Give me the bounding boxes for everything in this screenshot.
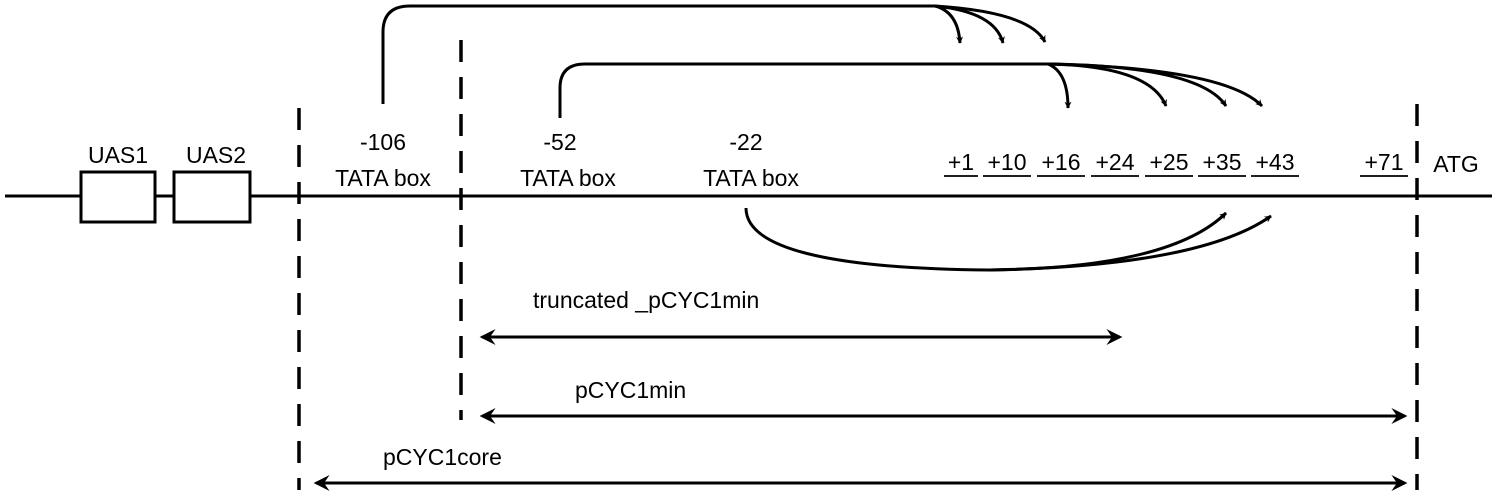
tss-label: +16 — [1041, 149, 1080, 175]
tss-arrow — [1047, 62, 1072, 109]
tss-arrow — [934, 4, 1047, 43]
tata-22-arrows — [744, 207, 1272, 272]
uas2-label: UAS2 — [186, 142, 246, 168]
tss-label: +43 — [1255, 149, 1294, 175]
range-truncated: truncated _pCYC1min — [479, 287, 1123, 345]
tata-52-arrows — [558, 62, 1264, 118]
tata-22-label: TATA box — [703, 165, 799, 191]
tata-106-position: -106 — [360, 129, 406, 155]
atg-label: ATG — [1433, 151, 1479, 177]
tss-label: +24 — [1095, 149, 1134, 175]
tss-arrow — [1047, 62, 1264, 108]
tata-52-position: -52 — [543, 129, 576, 155]
tss-label: +35 — [1202, 149, 1241, 175]
uas2-box: UAS2 — [172, 142, 252, 224]
range-core: pCYC1core — [313, 444, 1408, 491]
tss-label: +10 — [987, 149, 1026, 175]
tata-52-label: TATA box — [520, 165, 616, 191]
range-min-label: pCYC1min — [575, 377, 686, 403]
tss-arrow — [989, 214, 1272, 272]
tata-106-label: TATA box — [335, 165, 431, 191]
tata-22-position: -22 — [729, 129, 762, 155]
tss-labels: +1 +10 +16 +24 +25 +35 +43 +71 — [944, 149, 1408, 177]
uas1-box: UAS1 — [79, 142, 157, 224]
tss-label: +25 — [1149, 149, 1188, 175]
tss-label: +1 — [948, 149, 974, 175]
range-core-label: pCYC1core — [383, 444, 502, 470]
tss-label: +71 — [1364, 149, 1403, 175]
tata-106-arrows — [381, 4, 1047, 104]
uas1-label: UAS1 — [88, 142, 148, 168]
range-truncated-label: truncated _pCYC1min — [533, 287, 759, 313]
range-min: pCYC1min — [479, 377, 1408, 424]
tss-arrow — [934, 4, 964, 44]
